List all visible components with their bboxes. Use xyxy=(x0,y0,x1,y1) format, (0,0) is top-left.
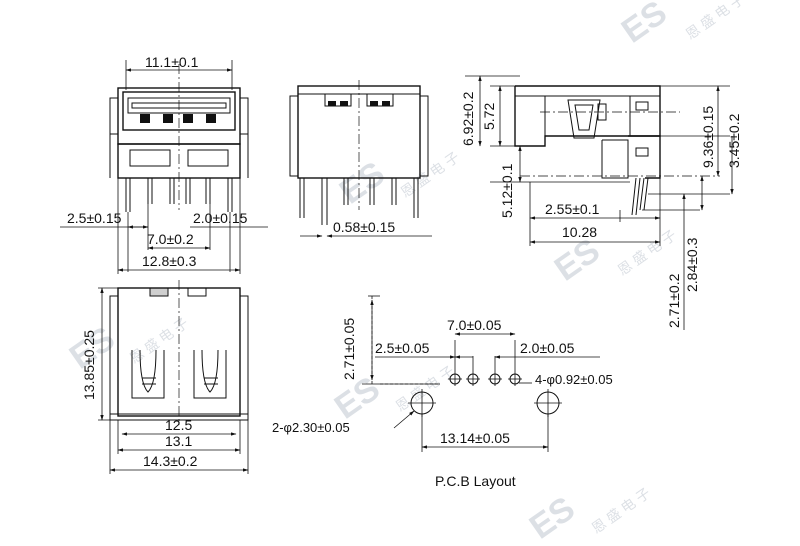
dim-front-width: 11.1±0.1 xyxy=(145,54,199,70)
front-view: 11.1±0.1 2.5±0.15 2.0±0.15 7.0±0.2 12.8±… xyxy=(60,54,268,274)
dim-top-total-width: 14.3±0.2 xyxy=(143,453,198,469)
dim-side-step: 2.55±0.1 xyxy=(545,201,600,217)
dim-rear-pin-width: 0.58±0.15 xyxy=(333,219,395,235)
watermark-logo: ES xyxy=(615,0,674,51)
dim-side-length: 10.28 xyxy=(562,224,597,240)
dim-front-left-pitch: 2.5±0.15 xyxy=(67,210,122,226)
dim-side-right-lower: 2.71±0.2 xyxy=(666,273,682,328)
dim-front-right-pitch: 2.0±0.15 xyxy=(193,210,248,226)
watermark-logo: ES xyxy=(333,154,392,211)
pcb-small-hole xyxy=(466,372,480,386)
dim-top-length: 13.85±0.25 xyxy=(81,330,97,400)
dim-side-right-upper: 3.45±0.2 xyxy=(726,113,742,168)
dim-side-right-pin: 2.84±0.3 xyxy=(684,237,700,292)
watermark-logo: ES xyxy=(523,489,582,546)
pcb-small-hole xyxy=(448,372,462,386)
dim-side-body-height: 5.12±0.1 xyxy=(499,163,515,218)
dim-pcb-center-pitch: 7.0±0.05 xyxy=(447,317,502,333)
pcb-small-hole xyxy=(488,372,502,386)
watermark-text: 恩 盛 电 子 xyxy=(683,0,748,42)
dim-front-total-width: 12.8±0.3 xyxy=(142,253,197,269)
dim-pcb-large-holes: 2-φ2.30±0.05 xyxy=(272,420,350,435)
pcb-layout-title: P.C.B Layout xyxy=(435,473,516,489)
watermark-text: 恩 盛 电 子 xyxy=(127,315,192,367)
dim-side-upper-height: 5.72 xyxy=(481,103,497,130)
dim-top-mid-width: 13.1 xyxy=(165,433,192,449)
pcb-small-hole xyxy=(508,372,522,386)
dim-side-right-height: 9.36±0.15 xyxy=(700,106,716,168)
watermark-text: 恩 盛 电 子 xyxy=(398,149,463,201)
top-view: 13.85±0.25 12.5 13.1 14.3±0.2 xyxy=(81,280,249,474)
dim-pcb-vertical: 2.71±0.05 xyxy=(341,318,357,380)
dim-top-inner-width: 12.5 xyxy=(165,417,192,433)
watermark-text: 恩 盛 电 子 xyxy=(393,363,458,415)
dim-pcb-right-pitch: 2.0±0.05 xyxy=(520,340,575,356)
watermark-text: 恩 盛 电 子 xyxy=(589,485,654,537)
pcb-large-hole xyxy=(408,389,436,417)
pcb-layout: 2.71±0.05 7.0±0.0 xyxy=(272,295,613,489)
dim-pcb-small-holes: 4-φ0.92±0.05 xyxy=(535,372,613,387)
dim-pcb-left-pitch: 2.5±0.05 xyxy=(375,340,430,356)
pcb-large-hole xyxy=(534,389,562,417)
watermark-text: 恩 盛 电 子 xyxy=(615,227,680,279)
rear-view: 0.58±0.15 xyxy=(289,80,432,238)
side-view: 6.92±0.2 5.72 5.12±0.1 2.55±0.1 10.28 9.… xyxy=(460,75,742,330)
dim-front-center-pitch: 7.0±0.2 xyxy=(147,231,194,247)
dim-side-total-height: 6.92±0.2 xyxy=(460,91,476,146)
dim-pcb-large-spacing: 13.14±0.05 xyxy=(440,430,510,446)
watermark-logo: ES xyxy=(328,369,387,426)
